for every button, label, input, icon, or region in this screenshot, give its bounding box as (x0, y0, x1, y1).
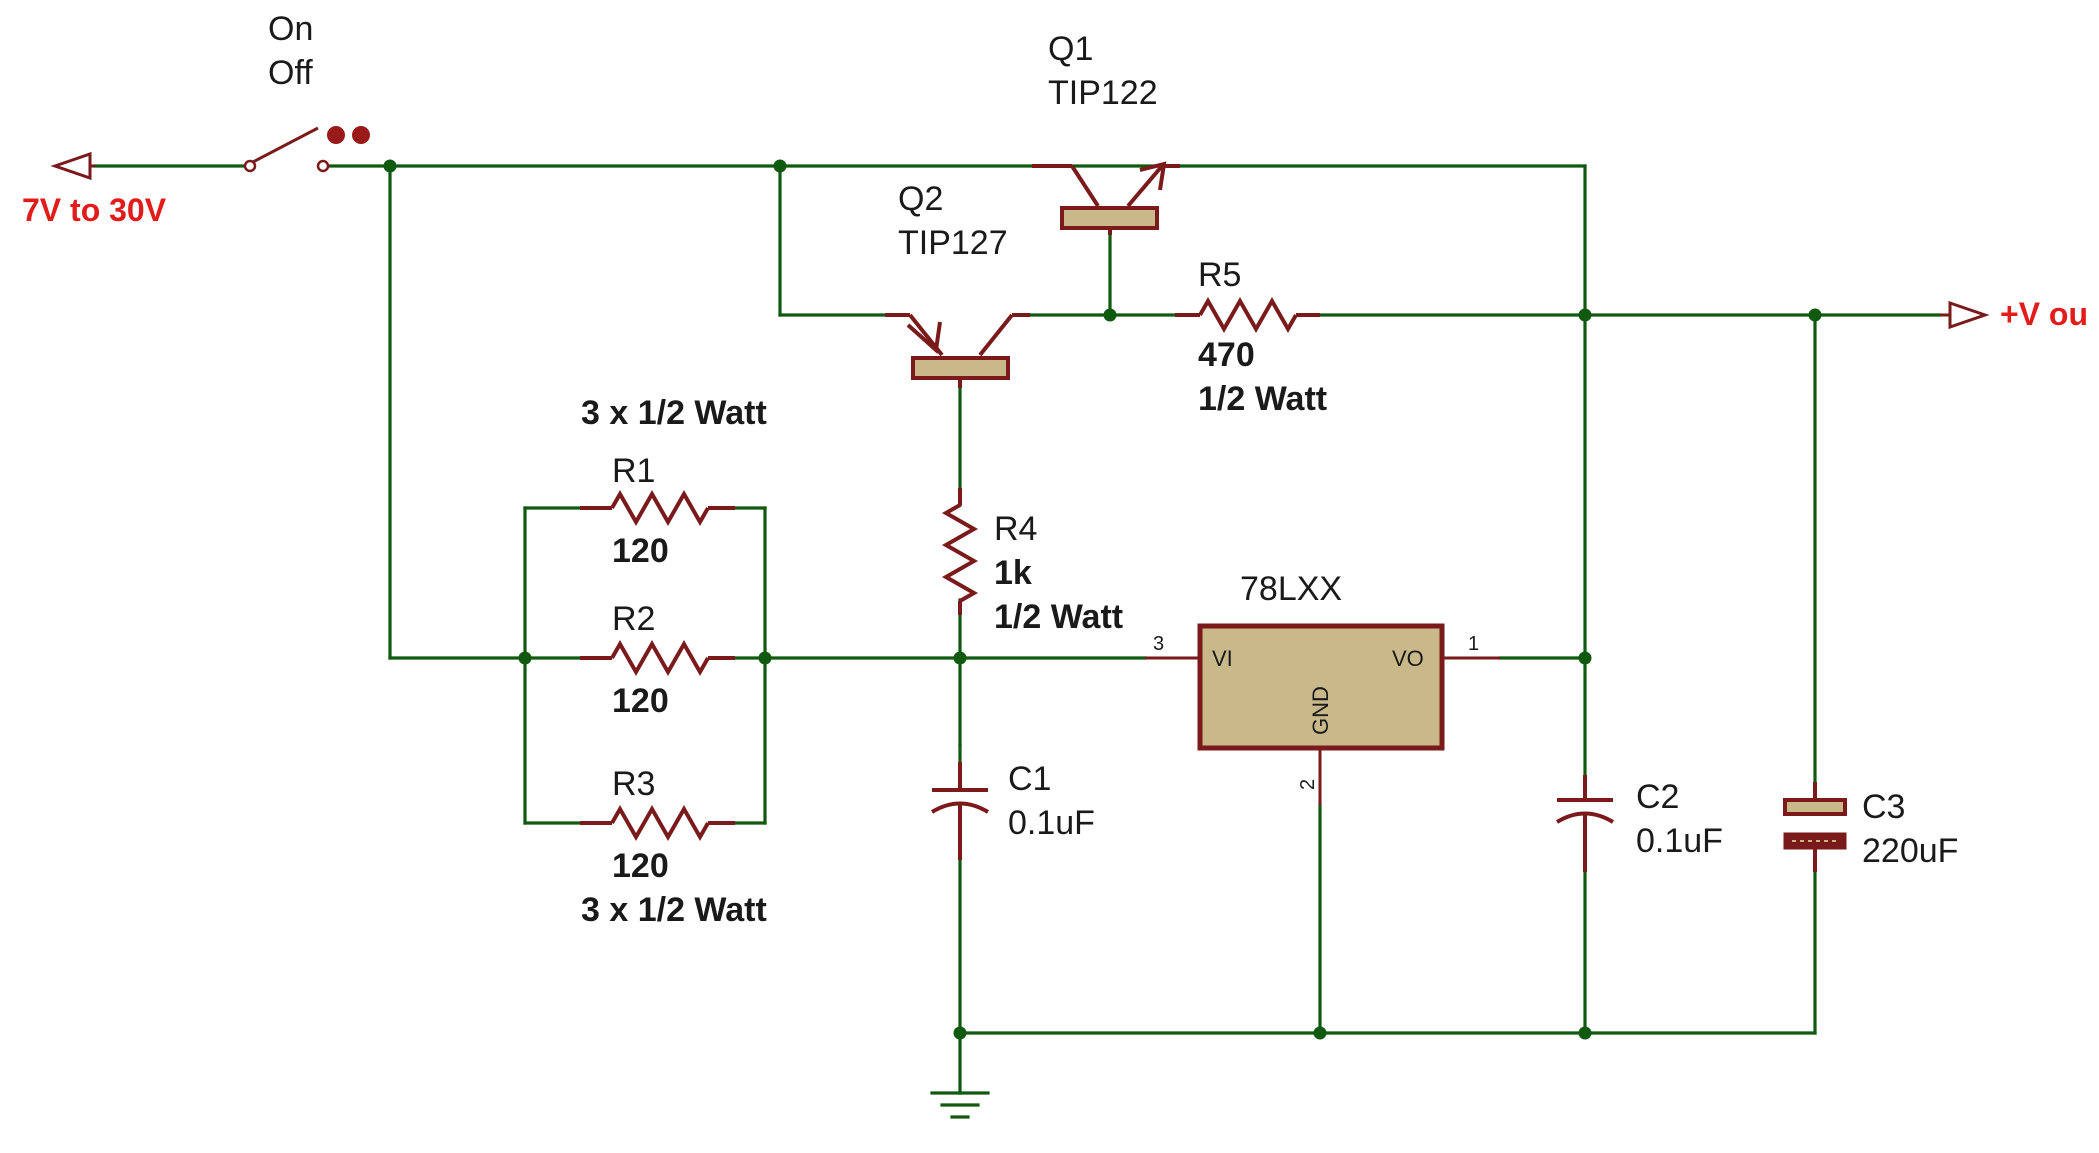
resistor-r3: R3 120 (580, 765, 735, 885)
regulator-pin-vo: VO (1392, 646, 1424, 671)
junction-dot (758, 651, 772, 665)
output-arrow-icon (1948, 300, 1990, 330)
junction-dot (953, 651, 967, 665)
transistor-q2: Q2 TIP127 (885, 180, 1030, 388)
switch-on-label: On (268, 10, 313, 48)
resistor-r1: R1 120 (580, 452, 735, 570)
regulator-pin2-num: 2 (1297, 779, 1319, 790)
junction-dot (1578, 1026, 1592, 1040)
capacitor-c2: C2 0.1uF (1555, 775, 1723, 872)
junction-dot (383, 159, 397, 173)
switch-indicator-icon[interactable] (327, 126, 345, 144)
ground-icon (930, 1091, 990, 1119)
resistor-r2: R2 120 (580, 600, 735, 720)
r3-ref: R3 (612, 765, 655, 803)
input-label: 7V to 30V (22, 192, 167, 228)
r5-value: 470 (1198, 336, 1255, 374)
junction-dots (383, 159, 1822, 1040)
r3-value: 120 (612, 847, 669, 885)
q2-part: TIP127 (898, 224, 1008, 262)
emitter-arrow-icon (1139, 161, 1167, 191)
r1-value: 120 (612, 532, 669, 570)
r4-ref: R4 (994, 510, 1037, 548)
input-arrow-icon (50, 151, 92, 181)
r4-rating: 1/2 Watt (994, 598, 1123, 636)
output-label: +V ou (2000, 296, 2088, 332)
resistor-bank-rating-top: 3 x 1/2 Watt (581, 394, 767, 432)
r2-value: 120 (612, 682, 669, 720)
c2-value: 0.1uF (1636, 822, 1723, 860)
junction-dot (773, 159, 787, 173)
regulator-78lxx: 78LXX VI VO GND 3 1 2 (1145, 570, 1500, 805)
capacitor-c3: C3 220uF (1783, 782, 1958, 872)
emitter-arrow-icon (906, 321, 942, 354)
resistor-bank-rating-bottom: 3 x 1/2 Watt (581, 891, 767, 929)
junction-dot (1808, 308, 1822, 322)
c3-value: 220uF (1862, 832, 1958, 870)
c3-ref: C3 (1862, 788, 1905, 826)
junction-dot (953, 1026, 967, 1040)
junction-dot (1578, 651, 1592, 665)
junction-dot (1313, 1026, 1327, 1040)
resistor-r4: R4 1k 1/2 Watt (941, 488, 1123, 636)
capacitor-c1: C1 0.1uF (930, 760, 1095, 860)
switch-indicator-icon[interactable] (352, 126, 370, 144)
junction-dot (1578, 308, 1592, 322)
r1-ref: R1 (612, 452, 655, 490)
c1-ref: C1 (1008, 760, 1051, 798)
q1-ref: Q1 (1048, 30, 1093, 68)
junction-dot (1103, 308, 1117, 322)
switch-off-label: Off (268, 54, 313, 92)
transistor-q1: Q1 TIP122 (1032, 30, 1180, 235)
junction-dot (518, 651, 532, 665)
regulator-pin-vi: VI (1212, 646, 1233, 671)
wires (93, 164, 1942, 1095)
regulator-part: 78LXX (1240, 570, 1342, 608)
q1-part: TIP122 (1048, 74, 1158, 112)
input-terminal: 7V to 30V (22, 151, 167, 228)
power-switch[interactable]: On Off (243, 10, 370, 173)
c2-ref: C2 (1636, 778, 1679, 816)
regulator-pin3-num: 3 (1153, 633, 1164, 655)
q2-ref: Q2 (898, 180, 943, 218)
c1-value: 0.1uF (1008, 804, 1095, 842)
r5-rating: 1/2 Watt (1198, 380, 1327, 418)
resistor-r5: R5 470 1/2 Watt (1175, 256, 1327, 418)
r5-ref: R5 (1198, 256, 1241, 294)
r4-value: 1k (994, 554, 1032, 592)
r2-ref: R2 (612, 600, 655, 638)
output-terminal: +V ou (1940, 296, 2088, 332)
regulator-pin1-num: 1 (1468, 633, 1479, 655)
regulator-pin-gnd: GND (1308, 686, 1333, 735)
